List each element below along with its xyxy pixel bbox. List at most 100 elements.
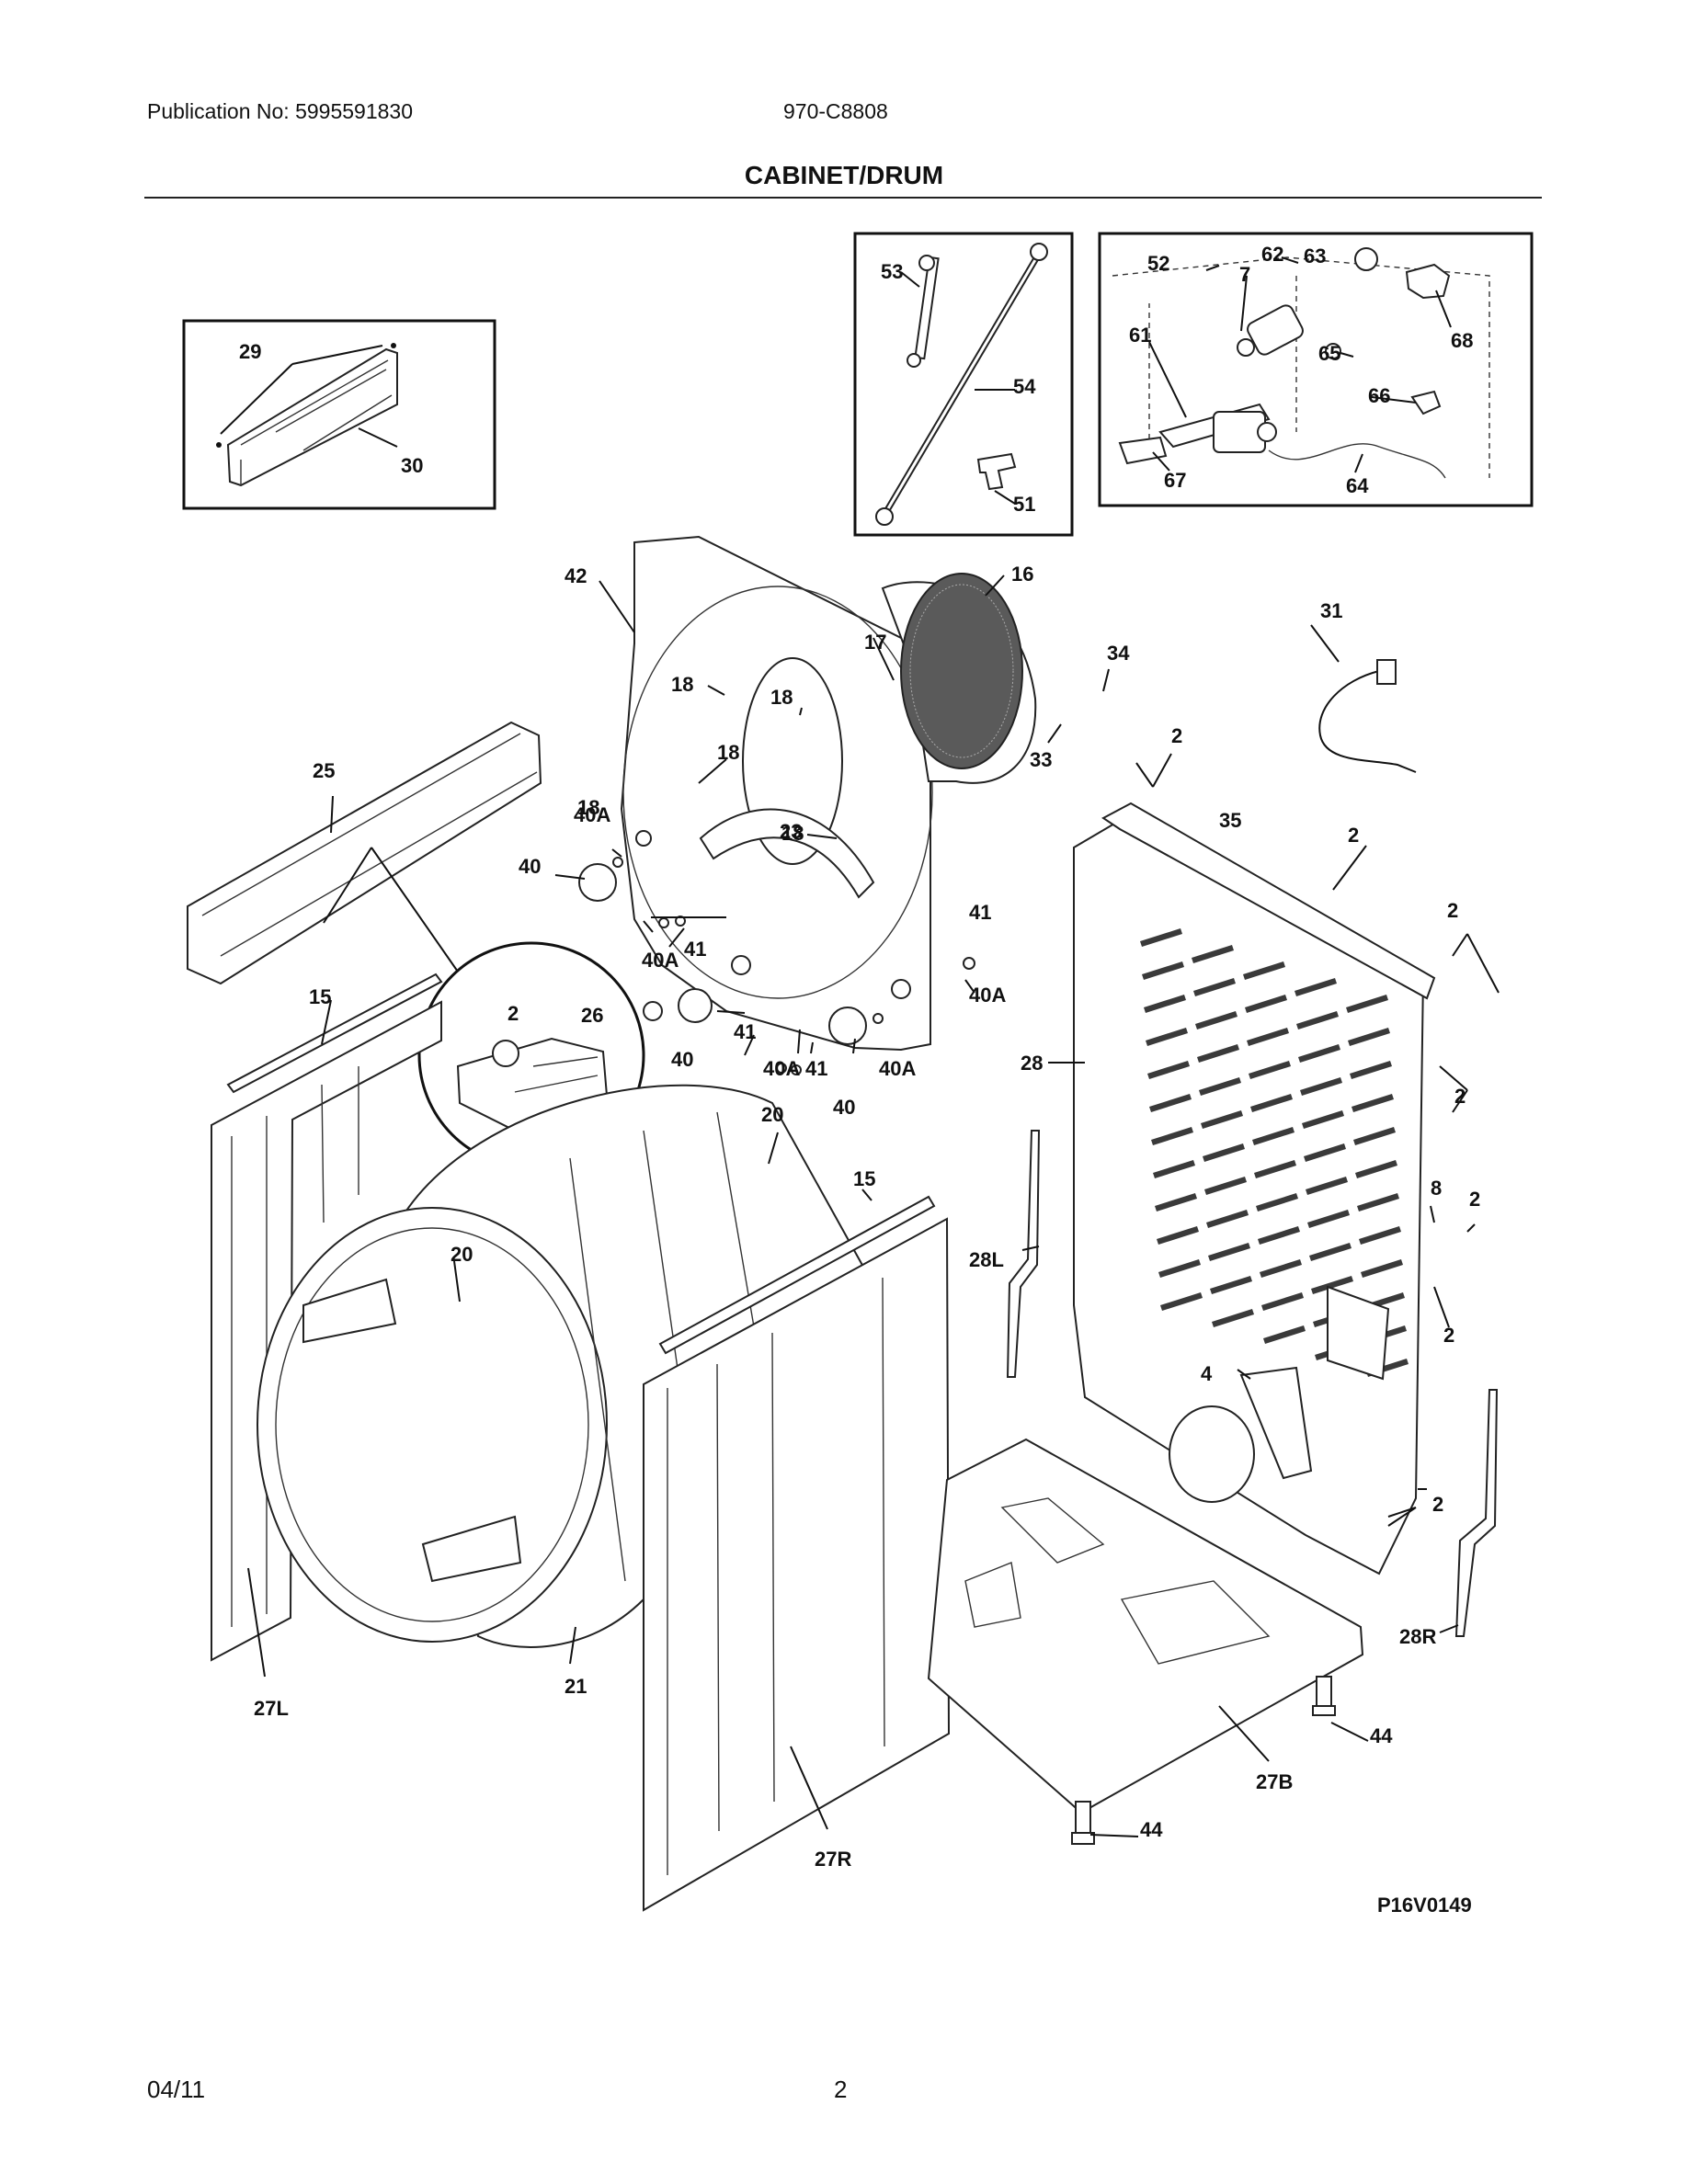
power-cord <box>1318 659 1417 773</box>
vent-slot <box>1193 978 1236 996</box>
callout-28r: 28R <box>1399 1625 1436 1648</box>
vent-slot <box>1300 1077 1342 1096</box>
callout-17: 17 <box>864 631 886 654</box>
callout-18: 18 <box>717 741 739 764</box>
callout-64: 64 <box>1346 474 1369 497</box>
callout-25: 25 <box>313 759 335 782</box>
vent-slot <box>1346 995 1388 1013</box>
vent-slot <box>1258 1226 1300 1245</box>
callout-40a: 40A <box>574 803 610 826</box>
callout-68: 68 <box>1451 329 1473 352</box>
callout-34: 34 <box>1107 642 1130 665</box>
callout-40a: 40A <box>969 984 1006 1007</box>
vent-slot <box>1355 1160 1397 1178</box>
callout-18: 18 <box>770 686 793 709</box>
callout-52: 52 <box>1147 252 1169 275</box>
callout-40a: 40A <box>763 1057 800 1080</box>
publication-number: Publication No: 5995591830 <box>147 99 414 123</box>
callout-40a: 40A <box>879 1057 916 1080</box>
vent-slot <box>1298 1044 1340 1063</box>
callout-2: 2 <box>1348 824 1359 847</box>
callout-40: 40 <box>833 1096 855 1119</box>
callout-35: 35 <box>1219 809 1241 832</box>
vent-slot <box>1304 1143 1346 1162</box>
vent-slot <box>1352 1094 1394 1112</box>
vent-slot <box>1157 1226 1199 1245</box>
vent-slot <box>1357 1193 1399 1211</box>
callout-40: 40 <box>671 1048 693 1071</box>
callout-41: 41 <box>734 1020 756 1043</box>
heater-duct <box>881 573 1037 784</box>
vent-slot <box>1261 1292 1304 1311</box>
idler-wheels <box>578 857 975 1075</box>
vent-slot <box>1192 945 1234 963</box>
callout-2: 2 <box>1443 1324 1454 1347</box>
inset-hose-box <box>853 232 1074 537</box>
callout-30: 30 <box>401 454 423 477</box>
vent-slot <box>1249 1061 1291 1079</box>
base-pan <box>927 1438 1364 1814</box>
vent-slot <box>1361 1259 1403 1278</box>
front-right-panel <box>643 1195 951 1912</box>
vent-slot <box>1203 1143 1245 1162</box>
callout-2: 2 <box>1432 1493 1443 1516</box>
callout-61: 61 <box>1129 324 1151 347</box>
vent-slot <box>1243 961 1285 980</box>
callout-28: 28 <box>1021 1052 1043 1075</box>
vent-slot <box>1149 1094 1192 1112</box>
callout-2: 2 <box>508 1002 519 1025</box>
inset-valve-box <box>1098 232 1534 507</box>
callout-29: 29 <box>239 340 261 363</box>
vent-slot <box>1158 1259 1201 1278</box>
vent-slot <box>1140 928 1182 947</box>
title-rule <box>144 197 1542 199</box>
vent-slot <box>1263 1325 1306 1344</box>
vent-slot <box>1350 1061 1392 1079</box>
callout-67: 67 <box>1164 469 1186 492</box>
inset-top-panel-box <box>182 319 496 510</box>
callout-63: 63 <box>1304 245 1326 267</box>
vent-slot <box>1201 1110 1243 1129</box>
vent-slot <box>1295 978 1337 996</box>
callout-15: 15 <box>853 1167 875 1190</box>
vent-slot <box>1306 1177 1348 1195</box>
callout-7: 7 <box>1239 263 1250 286</box>
callout-41: 41 <box>805 1057 827 1080</box>
callout-26: 26 <box>581 1004 603 1027</box>
callout-62: 62 <box>1261 243 1283 266</box>
callout-18: 18 <box>671 673 693 696</box>
vent-slot <box>1204 1177 1247 1195</box>
callout-28l: 28L <box>969 1248 1004 1271</box>
callout-41: 41 <box>684 938 706 961</box>
callout-4: 4 <box>1201 1362 1213 1385</box>
drum <box>257 1084 866 1648</box>
callout-2: 2 <box>1454 1085 1466 1108</box>
callout-27r: 27R <box>815 1848 851 1871</box>
callout-31: 31 <box>1320 599 1342 622</box>
vent-slot <box>1302 1110 1344 1129</box>
vent-slot <box>1147 1061 1190 1079</box>
vent-slot <box>1307 1210 1350 1228</box>
vent-slot <box>1142 961 1184 980</box>
callout-27b: 27B <box>1256 1770 1293 1793</box>
diagram-code: P16V0149 <box>1377 1894 1472 1917</box>
back-panel <box>1073 802 1436 1575</box>
callout-66: 66 <box>1368 384 1390 407</box>
vent-slot <box>1144 995 1186 1013</box>
vent-slot <box>1309 1243 1352 1261</box>
model-number: 970-C8808 <box>783 99 888 123</box>
top-rail <box>187 721 542 985</box>
callout-42: 42 <box>565 564 587 587</box>
callout-33: 33 <box>1030 748 1052 771</box>
callout-2: 2 <box>1171 724 1182 747</box>
vent-slot <box>1212 1309 1254 1327</box>
callout-44: 44 <box>1370 1724 1393 1747</box>
vent-slot <box>1296 1011 1339 1029</box>
vent-slot <box>1151 1127 1193 1145</box>
vent-slot <box>1254 1160 1296 1178</box>
vent-slot <box>1208 1243 1250 1261</box>
publication-date: 04/11 <box>147 2076 206 2103</box>
callout-65: 65 <box>1318 342 1340 365</box>
